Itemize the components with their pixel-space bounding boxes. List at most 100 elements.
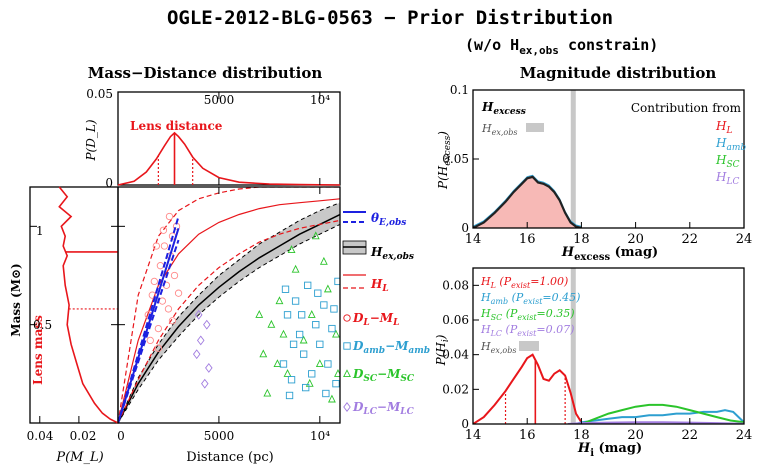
- lens-distance-xtick-1e4: 10⁴: [310, 93, 330, 107]
- sc-point-12: [287, 245, 296, 253]
- sc-point-13: [305, 378, 314, 387]
- lc-point-4: [201, 378, 209, 389]
- hexobs-lower: [118, 223, 340, 423]
- amb-point-9: [316, 340, 324, 348]
- hi-xtick-0: 14: [465, 428, 482, 443]
- lens-mass-curve: [58, 186, 119, 424]
- dl-point-14: [152, 242, 160, 250]
- lc-point-2: [192, 349, 201, 360]
- HL-lower: [118, 219, 340, 423]
- scatter-legend-marker-0: [343, 314, 351, 322]
- figure-title: OGLE-2012-BLG-0563 − Prior Distribution: [167, 7, 613, 29]
- amb-point-8: [312, 321, 320, 329]
- scatter-legend-marker-3: [343, 402, 351, 412]
- hexcess-xtick-2: 18: [573, 232, 590, 247]
- theta-center: [118, 228, 180, 423]
- lens-mass-ytick-05: 0.5: [33, 318, 52, 332]
- dl-point-8: [164, 305, 173, 313]
- lens-mass-xtick-002: 0.02: [70, 429, 97, 443]
- hi-hexobs-swatch: [519, 341, 539, 351]
- hexcess-xtick-5: 24: [736, 232, 753, 247]
- lens-mass-panel: Lens mass Mass (M⊙) 1 0.5 0.04 0.02 P(M_…: [9, 186, 119, 465]
- amb-point-13: [332, 380, 340, 388]
- sc-point-8: [323, 284, 332, 293]
- amb-point-20: [334, 277, 340, 286]
- amb-point-3: [291, 297, 300, 305]
- hexcess-ylabel: P(Hexcess): [436, 131, 453, 190]
- amb-point-22: [285, 391, 294, 400]
- hexcess-legend-2: HSC: [715, 153, 740, 170]
- sc-point-17: [279, 329, 288, 338]
- sc-point-16: [255, 310, 264, 318]
- amb-point-1: [283, 311, 292, 319]
- amb-point-12: [328, 324, 336, 333]
- hexcess-annot: Hexcess: [481, 100, 526, 117]
- hi-xtick-2: 18: [573, 428, 590, 443]
- mass-distance-frame: [117, 186, 341, 424]
- amb-point-7: [308, 370, 316, 378]
- dl-point-13: [174, 289, 183, 297]
- hexcess-curve: [473, 175, 582, 228]
- hi-ytick-1: 0.02: [442, 382, 469, 396]
- sc-point-2: [275, 296, 284, 305]
- lens-distance-ytick-0: 0: [105, 176, 113, 190]
- mass-distance-xtick-0: 0: [117, 429, 125, 443]
- hi-xtick-1: 16: [519, 428, 536, 443]
- hi-frame: [472, 267, 745, 425]
- amb-point-6: [304, 281, 312, 289]
- hi-ytick-2: 0.04: [442, 348, 469, 362]
- hi-xtick-5: 24: [736, 428, 753, 443]
- amb-point-19: [330, 305, 338, 313]
- amb-point-4: [295, 330, 304, 339]
- mass-distance-xlabel: Distance (pc): [186, 450, 273, 465]
- mass-distance-xtick-5000: 5000: [204, 429, 235, 443]
- hexcess-ytick-1: 0.05: [442, 152, 469, 166]
- hexcess-legend-1: Hamb: [715, 136, 746, 153]
- dl-point-15: [159, 226, 168, 234]
- hexcess-obs-band: [570, 90, 576, 228]
- sc-point-3: [283, 369, 292, 377]
- scatter-legend-label-0: DL−ML: [352, 311, 399, 328]
- lens-mass-label: Lens mass: [31, 315, 45, 385]
- hexcess-area: [473, 176, 582, 228]
- hexcess-legend-3: HLC: [715, 170, 739, 187]
- scatter-legend-label-2: DSC−MSC: [352, 367, 415, 384]
- sc-point-10: [263, 388, 272, 397]
- hexcess-xtick-4: 22: [682, 232, 699, 247]
- sc-point-15: [327, 394, 336, 403]
- lens-mass-ytick-1: 1: [36, 224, 44, 238]
- hi-xlabel: Hi (mag): [577, 441, 642, 459]
- sc-point-4: [291, 264, 300, 273]
- lc-point-1: [203, 319, 211, 330]
- amb-point-10: [320, 301, 328, 309]
- hexcess-xtick-0: 14: [465, 232, 482, 247]
- amb-point-17: [314, 289, 322, 297]
- lens-distance-ylabel: P(D_L): [84, 119, 98, 161]
- hexobs-annot: Hex,obs: [481, 122, 517, 137]
- sc-point-5: [299, 335, 308, 344]
- dl-point-1: [148, 291, 156, 299]
- hi-obs-band: [570, 268, 576, 424]
- dl-point-3: [154, 324, 163, 333]
- sc-point-6: [307, 310, 316, 318]
- amb-point-0: [279, 360, 288, 368]
- panel-title-magnitude: Magnitude distribution: [520, 64, 717, 82]
- hexobs-legend-label: Hex,obs: [370, 245, 414, 262]
- dl-point-2: [150, 277, 158, 286]
- lens-distance-panel: Lens distance 0 0.05 5000 10⁴ P(D_L): [84, 87, 341, 190]
- lens-mass-xtick-004: 0.04: [27, 429, 54, 443]
- lens-distance-xtick-5000: 5000: [204, 93, 235, 107]
- hi-series-H_L: [473, 353, 588, 424]
- hi-series-H_LC: [567, 421, 744, 424]
- amb-point-21: [298, 311, 306, 319]
- amb-point-11: [324, 360, 332, 368]
- hi-series-H_SC: [581, 403, 744, 424]
- hi-ytick-0: 0: [461, 417, 469, 431]
- mass-distance-panel: 0 5000 10⁴ Distance (pc): [117, 186, 341, 465]
- dl-point-16: [165, 212, 174, 221]
- sc-point-1: [267, 319, 276, 328]
- hexobs-center: [118, 213, 340, 423]
- amb-point-2: [287, 376, 296, 384]
- sc-point-9: [332, 329, 340, 338]
